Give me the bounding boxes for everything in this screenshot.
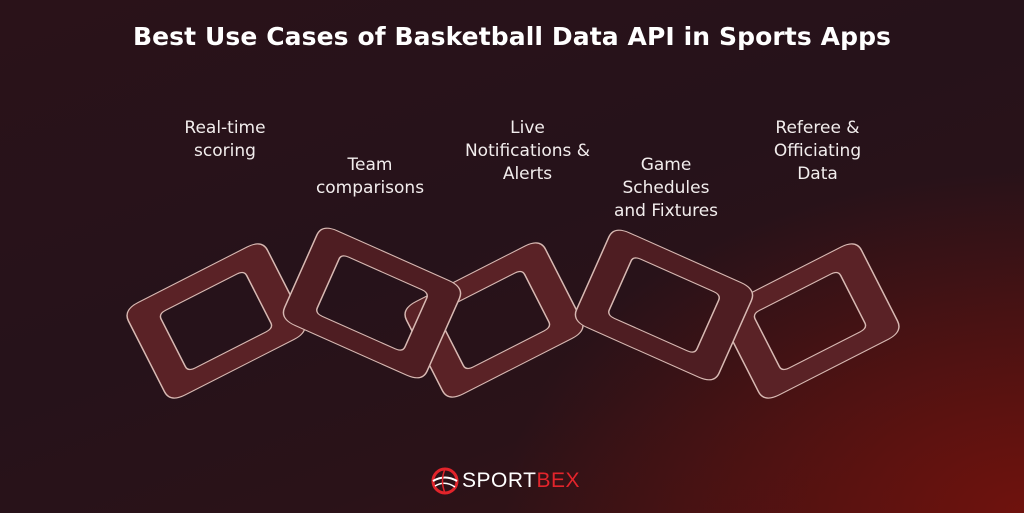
use-case-label-live-notifications: Live Notifications & Alerts bbox=[464, 118, 591, 184]
basketball-logo-icon bbox=[431, 467, 459, 495]
page-title: Best Use Cases of Basketball Data API in… bbox=[132, 22, 892, 51]
use-case-label-game-schedules: Game Schedules and Fixtures bbox=[613, 155, 719, 221]
use-case-label-referee-data: Referee & Officiating Data bbox=[773, 118, 862, 184]
chain-link-4 bbox=[570, 225, 758, 385]
chain-link-5 bbox=[716, 238, 904, 404]
sportbex-logo: SPORTBEX bbox=[430, 466, 580, 496]
logo-text-bex: BEX bbox=[536, 469, 580, 492]
use-case-label-team-comparisons: Team comparisons bbox=[315, 155, 425, 198]
chain-link-1 bbox=[122, 238, 310, 404]
logo-text-sport: SPORT bbox=[462, 469, 537, 492]
use-case-label-real-time-scoring: Real-time scoring bbox=[184, 118, 266, 161]
